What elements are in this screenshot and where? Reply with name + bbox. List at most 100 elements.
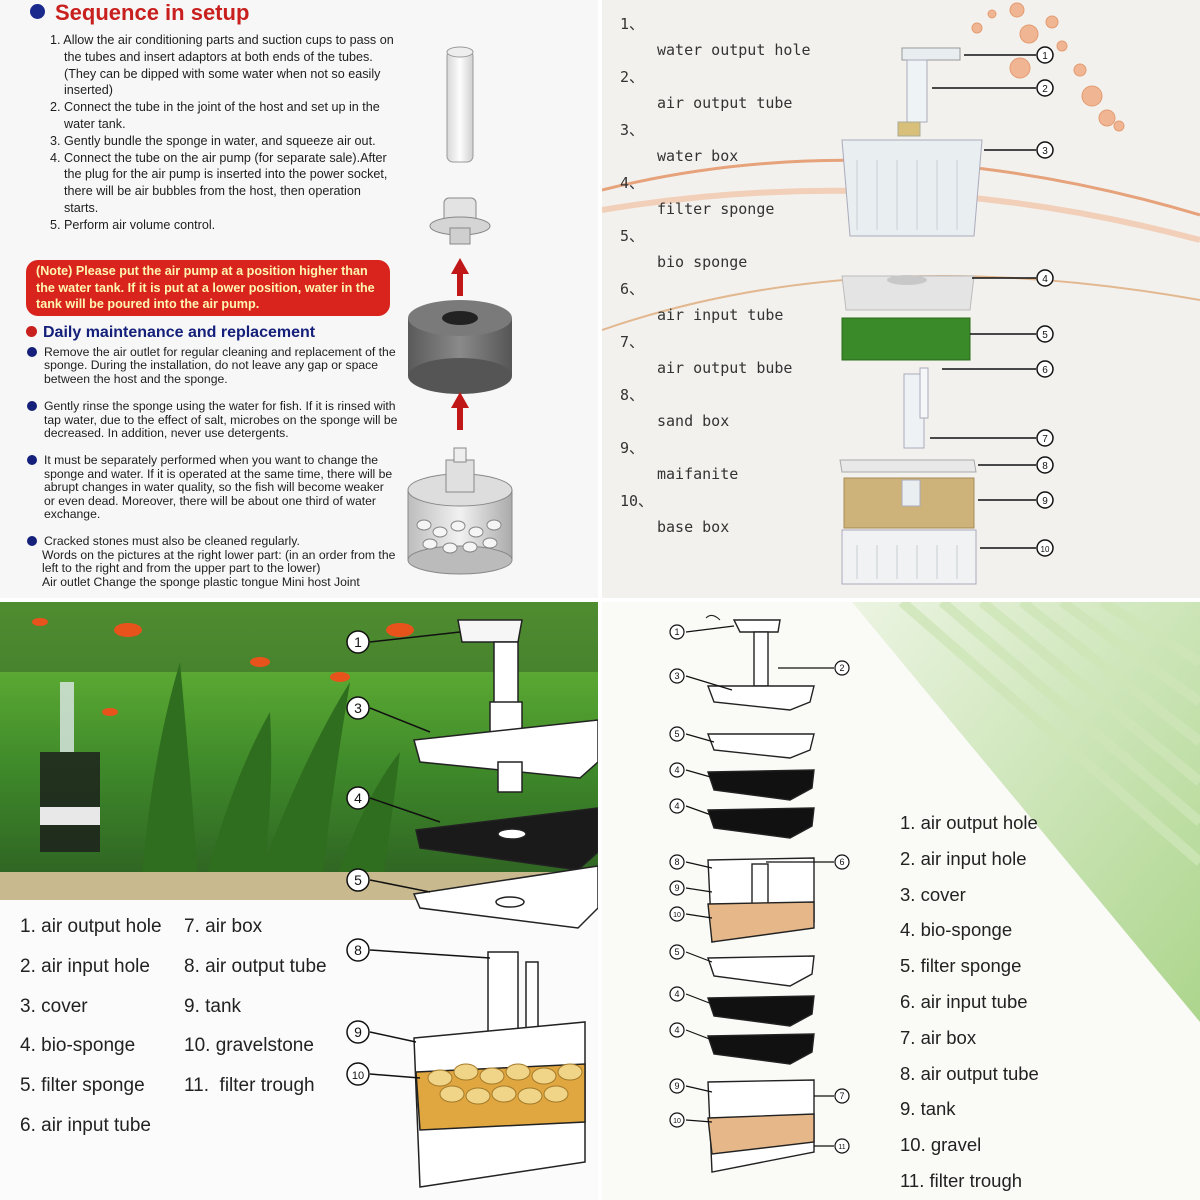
callout-number: 3 bbox=[354, 700, 362, 716]
part-item: 6. air input tube bbox=[900, 990, 1028, 1012]
callout-number: 5 bbox=[354, 872, 362, 888]
setup-step: 4. Connect the tube on the air pump (for… bbox=[50, 150, 388, 215]
filter-sponge-part bbox=[841, 275, 975, 311]
aquarium-diagram-panel: 1 3 4 5 8 9 10 1. air output hole 2. air… bbox=[0, 602, 598, 1200]
part-number: 8、 bbox=[620, 386, 645, 404]
aquarium-parts-col1: 1. air output hole 2. air input hole 3. … bbox=[20, 912, 162, 1151]
part-item: 1. air output hole bbox=[900, 812, 1038, 833]
part-item: 10. gravelstone bbox=[184, 1035, 314, 1057]
callout-number: 7 bbox=[839, 1091, 844, 1101]
aquarium-illustration: 1 3 4 5 8 9 10 bbox=[0, 602, 598, 1200]
callout-number: 11 bbox=[838, 1144, 845, 1151]
callout-number: 8 bbox=[674, 857, 679, 867]
part-item: 8. air output tube bbox=[900, 1062, 1039, 1084]
setup-title: Sequence in setup bbox=[30, 0, 249, 26]
callout-number: 9 bbox=[674, 883, 679, 893]
part-item: 7. air box bbox=[900, 1026, 977, 1048]
part-label: air output tube bbox=[657, 94, 793, 112]
callout-number: 7 bbox=[1042, 434, 1048, 445]
warning-note: (Note) Please put the air pump at a posi… bbox=[26, 260, 390, 316]
maintenance-item: It must be separately performed when you… bbox=[26, 454, 398, 521]
bullet-icon bbox=[30, 4, 45, 19]
callout-number: 1 bbox=[354, 634, 362, 650]
callout-number: 10 bbox=[1041, 545, 1050, 554]
callout-number: 3 bbox=[674, 671, 679, 681]
part-number: 10、 bbox=[620, 492, 654, 510]
arrow-up-icon bbox=[451, 392, 469, 430]
maifanite-part bbox=[843, 477, 975, 529]
part-label: water box bbox=[657, 147, 739, 165]
callout-number: 10 bbox=[352, 1070, 364, 1082]
callout-number: 8 bbox=[354, 942, 362, 958]
part-label: filter sponge bbox=[657, 200, 775, 218]
exploded-view-panel: 1 2 3 4 5 6 7 8 9 10 1、 water output hol… bbox=[602, 0, 1200, 598]
maintenance-title: Daily maintenance and replacement bbox=[26, 324, 315, 342]
part-number: 3、 bbox=[620, 121, 645, 139]
sponge-ring-icon bbox=[408, 300, 512, 394]
callout-number: 2 bbox=[839, 663, 844, 673]
water-output-hole-part bbox=[901, 47, 961, 123]
part-label: maifanite bbox=[657, 465, 739, 483]
part-label: water output hole bbox=[657, 41, 811, 59]
callout-number: 9 bbox=[1042, 496, 1048, 507]
callout-number: 2 bbox=[1042, 84, 1048, 95]
air-output-tube-part bbox=[903, 367, 929, 449]
diagram-parts-list: 1. air output hole 2. air input hole 3. … bbox=[900, 808, 1039, 1200]
fish-icon bbox=[32, 618, 414, 716]
callout-number: 9 bbox=[674, 1081, 679, 1091]
sand-box-part bbox=[839, 459, 977, 473]
setup-steps: 1. Allow the air conditioning parts and … bbox=[46, 32, 396, 234]
words-list: Air outlet Change the sponge plastic ton… bbox=[42, 574, 360, 589]
callout-number: 4 bbox=[674, 801, 679, 811]
maintenance-list: Remove the air outlet for regular cleani… bbox=[26, 345, 398, 589]
part-item: 2. air input hole bbox=[900, 847, 1027, 869]
filter-base-icon bbox=[407, 447, 513, 575]
callout-number: 5 bbox=[674, 729, 679, 739]
bullet-icon bbox=[26, 326, 37, 337]
callout-number: 4 bbox=[1042, 274, 1048, 285]
line-diagram: 1 2 3 5 4 4 8 6 9 10 5 4 4 9 7 10 11 bbox=[669, 602, 1200, 1173]
part-item: 4. bio-sponge bbox=[20, 1035, 136, 1057]
aquarium-parts-col2: 7. air box 8. air output tube 9. tank 10… bbox=[184, 912, 327, 1111]
part-item: 9. tank bbox=[184, 995, 242, 1017]
setup-instructions-panel: Sequence in setup 1. Allow the air condi… bbox=[0, 0, 598, 598]
part-item: 5. filter sponge bbox=[900, 955, 1022, 977]
callout-number: 6 bbox=[839, 857, 844, 867]
setup-step: 1. Allow the air conditioning parts and … bbox=[50, 33, 394, 98]
callout-number: 10 bbox=[673, 1118, 681, 1125]
words-note: Words on the pictures at the right lower… bbox=[42, 547, 396, 576]
part-item: 10. gravel bbox=[900, 1134, 982, 1156]
setup-step: 5. Perform air volume control. bbox=[50, 217, 216, 232]
callout-number: 8 bbox=[1042, 461, 1048, 472]
arrow-up-icon bbox=[451, 258, 469, 296]
base-box-part bbox=[841, 529, 977, 585]
part-number: 1、 bbox=[620, 15, 645, 33]
bubbles-icon bbox=[971, 2, 1125, 132]
bio-sponge-part bbox=[841, 317, 971, 361]
part-item: 9. tank bbox=[900, 1098, 956, 1120]
exploded-parts-list: 1、 water output hole 2、 air output tube … bbox=[620, 14, 840, 544]
callout-number: 10 bbox=[673, 912, 681, 919]
callout-number: 6 bbox=[1042, 365, 1048, 376]
part-label: sand box bbox=[657, 412, 730, 430]
part-label: base box bbox=[657, 518, 730, 536]
part-item: 3. cover bbox=[900, 883, 966, 905]
part-item: 1. air output hole bbox=[20, 916, 162, 937]
water-box-part bbox=[841, 139, 983, 237]
part-item: 8. air output tube bbox=[184, 955, 327, 977]
filter-in-tank-icon bbox=[40, 682, 100, 852]
part-label: bio sponge bbox=[657, 253, 748, 271]
callout-number: 4 bbox=[674, 1025, 679, 1035]
callout-number: 1 bbox=[1042, 51, 1048, 62]
callout-number: 5 bbox=[1042, 330, 1048, 341]
arrow-icon bbox=[705, 614, 721, 621]
maintenance-item: Cracked stones must also be cleaned regu… bbox=[26, 535, 398, 589]
tube-icon bbox=[446, 46, 474, 163]
part-item: 2. air input hole bbox=[20, 955, 150, 977]
maintenance-item: Remove the air outlet for regular cleani… bbox=[26, 345, 398, 386]
part-item: 11. filter trough bbox=[184, 1075, 315, 1097]
callout-number: 9 bbox=[354, 1024, 362, 1040]
callout-number: 5 bbox=[674, 947, 679, 957]
part-label: air input tube bbox=[657, 306, 784, 324]
callout-number: 1 bbox=[674, 627, 679, 637]
